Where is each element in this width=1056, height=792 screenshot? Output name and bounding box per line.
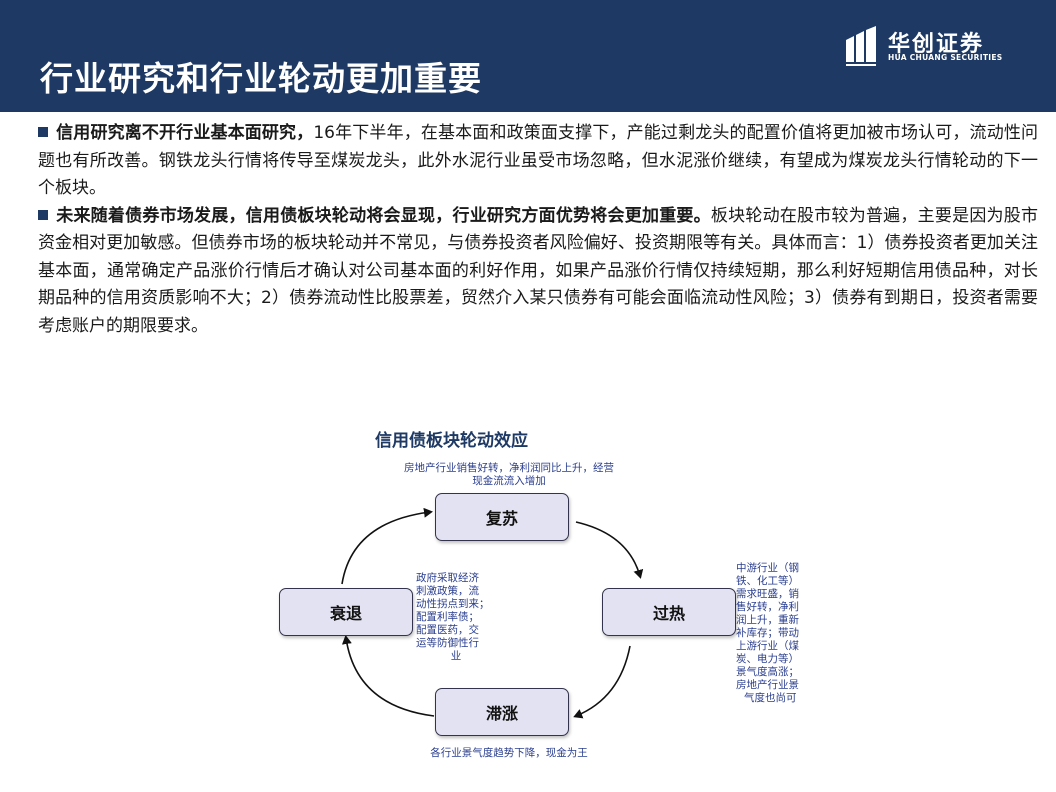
note-line: 补库存；带动 — [736, 627, 799, 639]
node-overheat: 过热 — [602, 588, 736, 636]
note-overheat: 中游行业（钢 铁、化工等） 需求旺盛，销 售好转，净利 润上升，重新 补库存；带… — [736, 562, 816, 705]
paragraph-sector-rotation: 未来随着债券市场发展，信用债板块轮动将会显现，行业研究方面优势将会更加重要。板块… — [38, 203, 1038, 341]
square-bullet-icon — [38, 127, 48, 137]
note-line: 气度也尚可 — [744, 692, 797, 704]
arrow-recession-to-recovery — [341, 507, 433, 585]
note-line: 各行业景气度趋势下降，现金为王 — [430, 747, 588, 759]
paragraph-credit-research: 信用研究离不开行业基本面研究，16年下半年，在基本面和政策面支撑下，产能过剩龙头… — [38, 120, 1038, 203]
node-recession: 衰退 — [279, 588, 413, 636]
note-line: 房地产行业景 — [736, 679, 799, 691]
cycle-arrows — [341, 507, 644, 719]
body-text: 信用研究离不开行业基本面研究，16年下半年，在基本面和政策面支撑下，产能过剩龙头… — [38, 120, 1038, 340]
note-line: 需求旺盛，销 — [736, 588, 799, 600]
diagram-title: 信用债板块轮动效应 — [375, 431, 528, 451]
logo-mark-icon — [846, 26, 876, 66]
rotation-cycle-diagram: 信用债板块轮动效应 复苏 过热 滞涨 衰退 房地产行业销售好转，净利润同比上升，… — [270, 416, 830, 792]
note-line: 上游行业（煤 — [736, 640, 799, 652]
paragraph-lead: 信用研究离不开行业基本面研究， — [56, 123, 314, 143]
node-stagflation: 滞涨 — [435, 688, 569, 736]
square-bullet-icon — [38, 209, 48, 220]
note-line: 刺激政策，流 — [416, 585, 479, 597]
logo-english-name: HUA CHUANG SECURITIES — [888, 53, 1003, 62]
note-recession: 政府采取经济 刺激政策，流 动性拐点到来； 配置利率债； 配置医药，交 运等防御… — [416, 572, 496, 663]
node-recovery: 复苏 — [435, 493, 569, 541]
note-line: 现金流流入增加 — [472, 475, 546, 487]
note-line: 政府采取经济 — [416, 572, 479, 584]
arrow-stagflation-to-recession — [341, 635, 435, 717]
note-line: 配置医药，交 — [416, 624, 479, 636]
paragraph-body: 板块轮动在股市较为普遍，主要是因为股市资金相对更加敏感。但债券市场的板块轮动并不… — [38, 205, 1039, 336]
note-line: 动性拐点到来； — [416, 598, 490, 610]
page-title: 行业研究和行业轮动更加重要 — [40, 59, 482, 98]
paragraph-lead: 未来随着债券市场发展，信用债板块轮动将会显现，行业研究方面优势将会更加重要。 — [56, 205, 711, 226]
note-line: 中游行业（钢 — [736, 562, 799, 574]
note-recovery: 房地产行业销售好转，净利润同比上升，经营 现金流流入增加 — [394, 462, 624, 488]
note-line: 炭、电力等） — [736, 653, 799, 665]
note-stagflation: 各行业景气度趋势下降，现金为王 — [394, 747, 624, 760]
note-line: 润上升，重新 — [736, 614, 799, 626]
note-line: 铁、化工等） — [736, 575, 799, 587]
note-line: 运等防御性行 — [416, 637, 479, 649]
arrow-overheat-to-stagflation — [573, 645, 631, 719]
paragraph-body: 16年下半年，在基本面和政策面支撑下，产能过剩龙头的配置价值将更加被市场认可，流… — [38, 123, 1039, 198]
note-line: 售好转，净利 — [736, 601, 799, 613]
arrow-recovery-to-overheat — [575, 521, 644, 579]
note-line: 配置利率债； — [416, 611, 479, 623]
note-line: 房地产行业销售好转，净利润同比上升，经营 — [404, 462, 614, 474]
company-logo: 华创证券 HUA CHUANG SECURITIES — [844, 26, 1004, 70]
header-bar: 行业研究和行业轮动更加重要 华创证券 HUA CHUANG SECURITIES — [0, 0, 1056, 112]
note-line: 业 — [450, 650, 462, 662]
note-line: 景气度高涨； — [736, 666, 799, 678]
logo-chinese-name: 华创证券 — [888, 32, 985, 57]
